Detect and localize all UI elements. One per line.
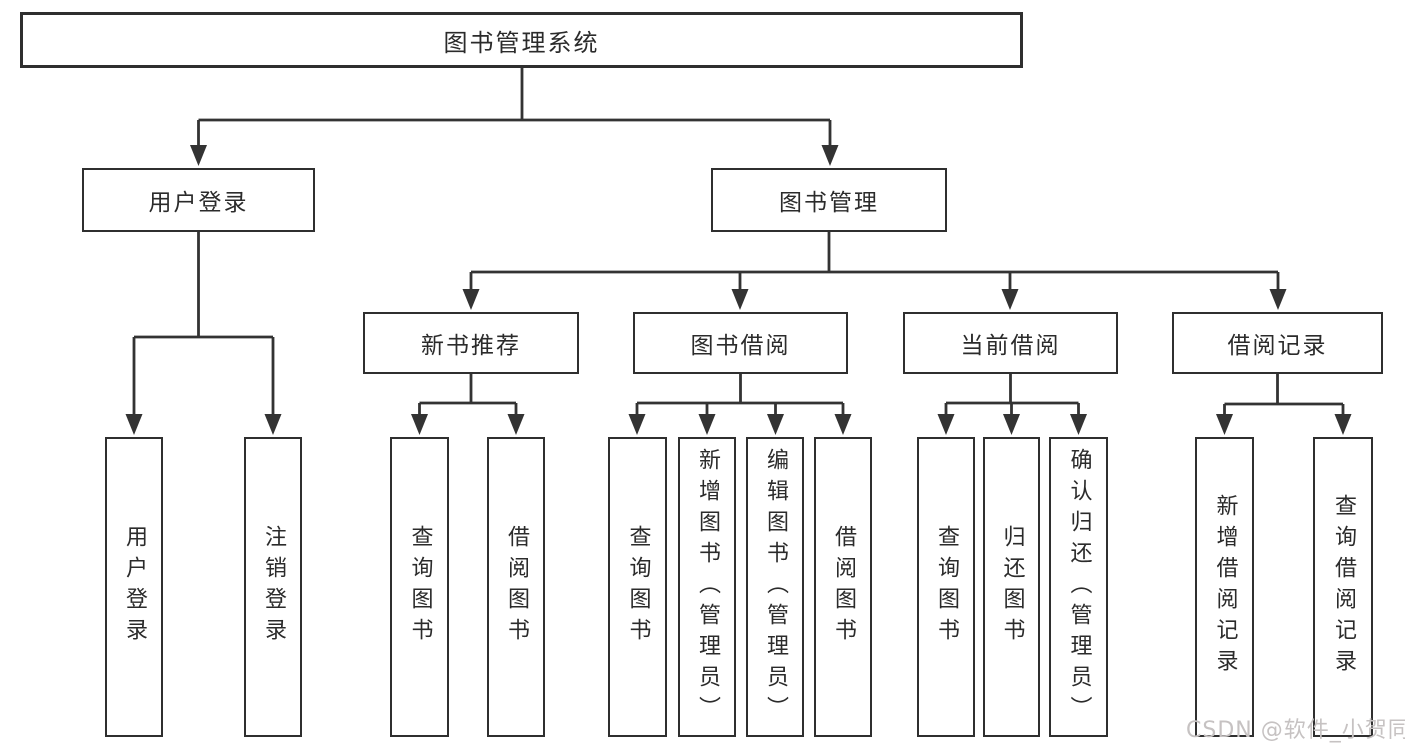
node-label: 图书管理系统 bbox=[443, 28, 600, 57]
leaf-confirm-return-admin: 确认归还（管理员） bbox=[1049, 437, 1108, 737]
node-label: 归还图书 bbox=[999, 525, 1025, 649]
arrowhead bbox=[821, 145, 839, 166]
connector-borrow-records bbox=[1223, 374, 1345, 420]
node-borrowing-records: 借阅记录 bbox=[1172, 312, 1383, 374]
node-label: 用户登录 bbox=[122, 525, 147, 649]
leaf-user-login: 用户登录 bbox=[105, 437, 163, 737]
node-label: 当前借阅 bbox=[960, 333, 1061, 359]
arrowhead bbox=[190, 145, 207, 166]
leaf-edit-book-admin: 编辑图书（管理员） bbox=[746, 437, 804, 737]
leaf-query-borrow-record: 查询借阅记录 bbox=[1313, 437, 1373, 737]
leaf-query-books: 查询图书 bbox=[917, 437, 975, 737]
node-label: 注销登录 bbox=[261, 525, 286, 649]
node-label: 图书管理 bbox=[779, 190, 879, 216]
leaf-query-books: 查询图书 bbox=[608, 437, 667, 737]
arrowhead bbox=[1070, 414, 1087, 435]
node-label: 新书推荐 bbox=[421, 333, 521, 359]
leaf-return-book: 归还图书 bbox=[983, 437, 1040, 737]
connector-new-book bbox=[418, 374, 518, 420]
node-label: 借阅图书 bbox=[504, 525, 529, 649]
leaf-logout: 注销登录 bbox=[244, 437, 302, 737]
node-label: 新增图书（管理员） bbox=[695, 447, 720, 727]
arrowhead bbox=[411, 414, 428, 435]
arrowhead bbox=[1269, 289, 1287, 310]
arrowhead bbox=[1334, 414, 1352, 435]
arrowhead bbox=[628, 414, 646, 435]
node-label: 确认归还（管理员） bbox=[1066, 447, 1092, 727]
leaf-add-borrow-record: 新增借阅记录 bbox=[1195, 437, 1254, 737]
node-label: 图书借阅 bbox=[690, 333, 791, 359]
leaf-add-book-admin: 新增图书（管理员） bbox=[678, 437, 736, 737]
arrowhead bbox=[698, 414, 716, 435]
arrowhead bbox=[507, 414, 525, 435]
node-label: 查询借阅记录 bbox=[1331, 494, 1356, 680]
arrowhead bbox=[937, 414, 955, 435]
node-label: 新增借阅记录 bbox=[1212, 494, 1238, 680]
arrowhead bbox=[1003, 414, 1020, 435]
arrowhead bbox=[125, 414, 143, 435]
node-book-borrowing: 图书借阅 bbox=[633, 312, 848, 374]
node-label: 查询图书 bbox=[934, 525, 959, 649]
node-library-management-system: 图书管理系统 bbox=[20, 12, 1023, 68]
leaf-borrow-books: 借阅图书 bbox=[814, 437, 872, 737]
arrowhead bbox=[834, 414, 852, 435]
connector-current-borrow bbox=[944, 374, 1080, 420]
node-label: 查询图书 bbox=[407, 525, 433, 649]
arrowhead bbox=[462, 289, 480, 310]
arrowhead bbox=[264, 414, 282, 435]
node-new-book-recommendation: 新书推荐 bbox=[363, 312, 579, 374]
node-label: 查询图书 bbox=[625, 525, 651, 649]
leaf-borrow-books: 借阅图书 bbox=[487, 437, 545, 737]
csdn-watermark: CSDN @软件_小贺同学 bbox=[1186, 718, 1405, 743]
node-user-login: 用户登录 bbox=[82, 168, 315, 232]
connector-root bbox=[197, 67, 832, 150]
connector-book-management bbox=[469, 232, 1280, 295]
node-book-management: 图书管理 bbox=[711, 168, 947, 232]
node-current-borrowing: 当前借阅 bbox=[903, 312, 1118, 374]
node-label: 编辑图书（管理员） bbox=[763, 447, 788, 727]
leaf-query-books: 查询图书 bbox=[390, 437, 449, 737]
connector-user-login bbox=[132, 232, 275, 420]
arrowhead bbox=[767, 414, 784, 435]
node-label: 用户登录 bbox=[148, 190, 249, 216]
node-label: 借阅记录 bbox=[1227, 333, 1328, 359]
node-label: 借阅图书 bbox=[831, 525, 856, 649]
arrowhead bbox=[731, 289, 749, 310]
arrowhead bbox=[1216, 414, 1233, 435]
connector-book-borrow bbox=[635, 374, 845, 420]
arrowhead bbox=[1001, 289, 1019, 310]
